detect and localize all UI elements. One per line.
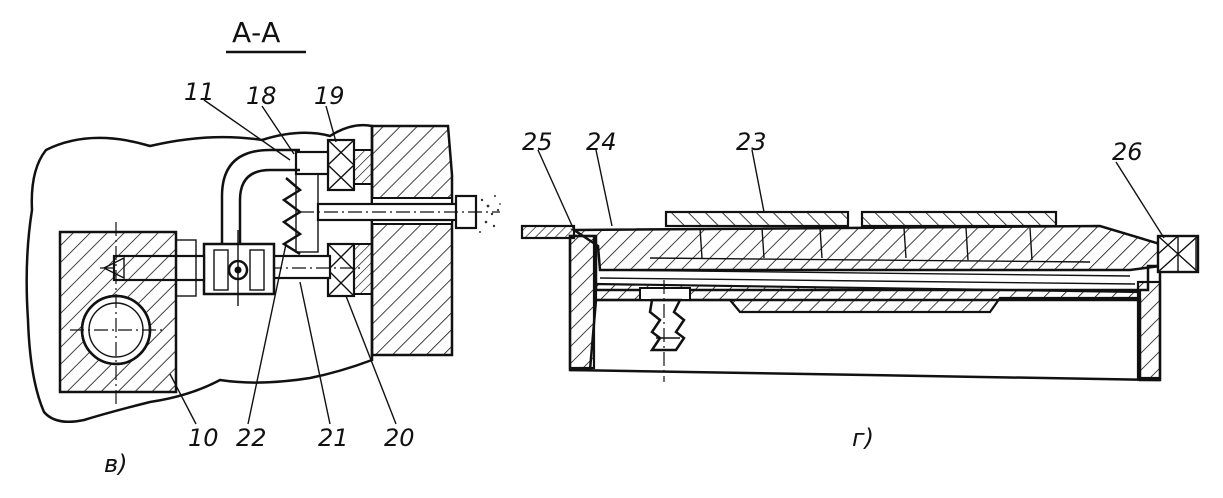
label-26: 26	[1112, 138, 1143, 166]
label-25: 25	[522, 128, 553, 156]
block-10	[58, 230, 178, 394]
label-10: 10	[188, 424, 219, 452]
housing-left-wall	[568, 234, 596, 370]
wedge-body	[569, 224, 1162, 272]
dust-speckle	[479, 195, 501, 233]
plate-25	[520, 224, 576, 240]
label-18: 18	[246, 82, 277, 110]
label-22: 22	[236, 424, 267, 452]
spacer-bottom	[353, 243, 373, 295]
spring-22	[281, 177, 303, 256]
housing-wall	[370, 124, 454, 357]
spacer-top	[353, 149, 373, 185]
leader-lines-b	[169, 99, 397, 425]
mounting-bolt	[639, 280, 691, 382]
bolt-shank	[316, 202, 460, 222]
label-19: 19	[314, 82, 345, 110]
break-outline	[25, 123, 374, 423]
bent-tube-11	[220, 148, 300, 248]
ribs	[699, 227, 1033, 261]
leader-lines-g	[537, 149, 1165, 239]
cover-23-right	[860, 210, 1058, 228]
screw-18	[294, 150, 330, 176]
label-11: 11	[184, 78, 215, 106]
label-21: 21	[318, 424, 349, 452]
figure-b-section-view: А-А 11 18 19 10 22 21 20 в)	[25, 16, 501, 478]
label-23: 23	[736, 128, 767, 156]
pad-19-top	[326, 138, 356, 192]
pad-20-bottom	[326, 242, 356, 298]
section-title: А-А	[232, 16, 280, 49]
cover-23-left	[664, 210, 850, 228]
label-20: 20	[384, 424, 415, 452]
caption-b: в)	[104, 450, 128, 478]
caption-g: г)	[852, 424, 874, 452]
label-24: 24	[586, 128, 617, 156]
housing-right-wall	[1136, 280, 1162, 380]
figure-g-cross-section: 25 24 23 26 г)	[520, 128, 1200, 452]
